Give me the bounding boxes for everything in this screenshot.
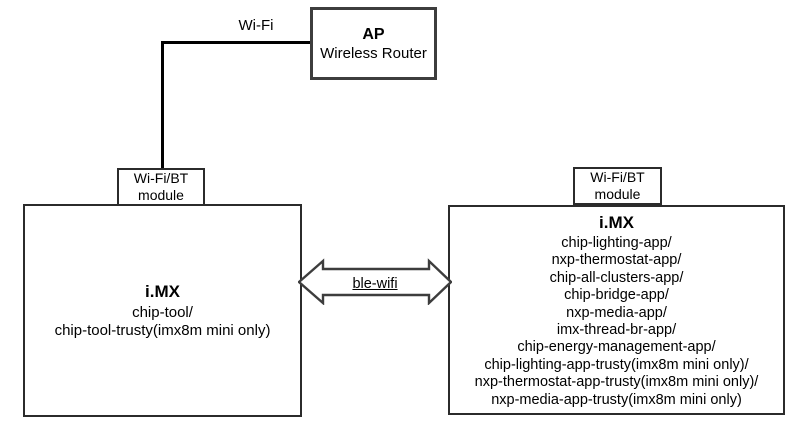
right-board-title: i.MX — [599, 213, 634, 232]
left-imx-board-box: i.MX chip-tool/chip-tool-trusty(imx8m mi… — [23, 204, 302, 417]
app-line: chip-lighting-app/ — [561, 235, 672, 251]
ble-wifi-arrow: ble-wifi — [298, 257, 452, 305]
wifi-connector-vertical — [161, 41, 164, 169]
ble-wifi-label: ble-wifi — [352, 276, 398, 292]
wifi-connector-horizontal — [161, 41, 311, 44]
left-module-label-line2: module — [138, 187, 184, 203]
left-module-label-line1: Wi-Fi/BT — [133, 170, 189, 186]
app-line: chip-energy-management-app/ — [517, 339, 716, 356]
app-line: chip-tool/ — [132, 304, 193, 321]
right-wifi-bt-module-box: Wi-Fi/BT module — [573, 167, 662, 205]
right-module-label-line2: module — [594, 186, 641, 202]
app-line: chip-lighting-app-trusty(imx8m mini only… — [484, 356, 749, 373]
app-line: chip-bridge-app/ — [564, 287, 669, 304]
app-line: nxp-media-app-trusty(imx8m mini only) — [491, 391, 742, 408]
left-wifi-bt-module-box: Wi-Fi/BT module — [117, 168, 205, 206]
app-line: chip-all-clusters-app/ — [549, 269, 684, 286]
right-imx-board-box: i.MX chip-lighting-app/nxp-thermostat-ap… — [448, 205, 785, 415]
app-line: imx-thread-br-app/ — [556, 322, 677, 339]
app-line: nxp-thermostat-app/ — [551, 252, 682, 269]
app-line: nxp-media-app/ — [566, 304, 667, 321]
app-line: nxp-thermostat-app-trusty(imx8m mini onl… — [474, 374, 759, 391]
ap-router-box: AP Wireless Router — [310, 7, 437, 80]
wifi-link-label: Wi-Fi — [238, 17, 274, 34]
app-line: chip-tool-trusty(imx8m mini only) — [54, 322, 271, 339]
right-module-label-line1: Wi-Fi/BT — [590, 169, 645, 185]
ap-subtitle: Wireless Router — [320, 44, 427, 62]
ap-title: AP — [362, 25, 385, 43]
double-arrow-icon — [298, 258, 452, 305]
left-board-title: i.MX — [145, 282, 180, 301]
left-board-app-list: chip-tool/chip-tool-trusty(imx8m mini on… — [55, 304, 271, 340]
right-board-app-list: chip-lighting-app/nxp-thermostat-app/chi… — [450, 235, 783, 409]
